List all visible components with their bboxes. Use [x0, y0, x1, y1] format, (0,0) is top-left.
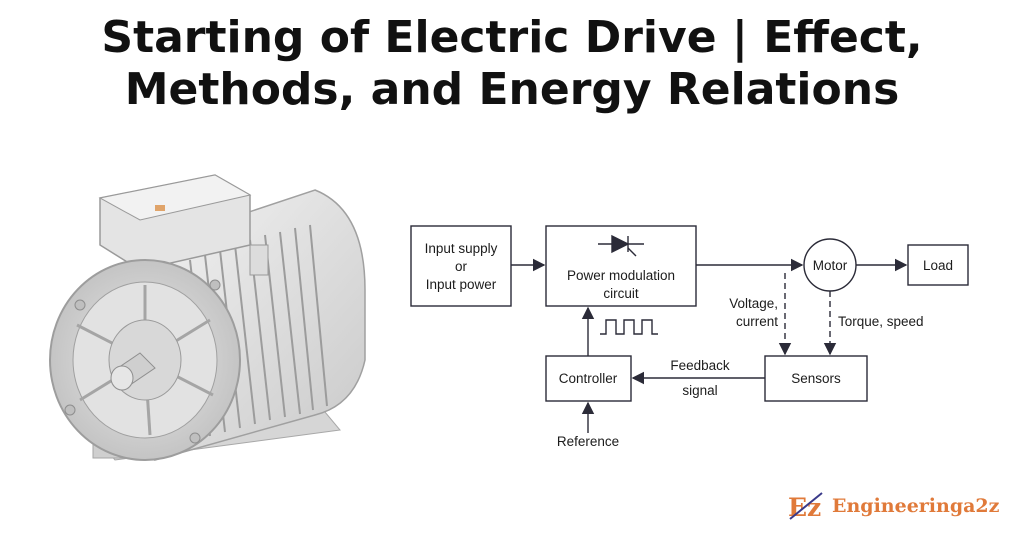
torque-label: Torque, speed — [838, 314, 924, 329]
power-modulation-block — [545, 225, 697, 307]
thyristor-icon — [598, 234, 644, 257]
current-label: current — [736, 314, 778, 329]
controller-label: Controller — [559, 371, 618, 386]
brand-name: Engineeringa2z — [832, 495, 1000, 517]
voltage-label: Voltage, — [729, 296, 778, 311]
controller-block — [545, 355, 632, 402]
brand: Ez Engineeringa2z — [786, 488, 999, 524]
input-line-2: or — [455, 259, 468, 274]
sensors-block — [764, 355, 868, 402]
power-block-label-2: circuit — [603, 286, 639, 301]
input-supply-block — [410, 225, 512, 307]
power-block-label: Power modulation — [567, 268, 675, 283]
feedback-label: Feedback — [670, 358, 730, 373]
drive-block-diagram: Input supply or Input power Power modula… — [410, 225, 969, 449]
motor-label: Motor — [813, 258, 848, 273]
load-label: Load — [923, 258, 953, 273]
signal-label: signal — [682, 383, 717, 398]
load-block — [907, 244, 969, 286]
title-line-1: Starting of Electric Drive | Effect, — [101, 12, 923, 63]
title-line-2: Methods, and Energy Relations — [124, 64, 900, 115]
pulse-waveform-icon — [600, 319, 658, 335]
brand-logo-icon: Ez — [788, 492, 823, 522]
motor-illustration — [49, 174, 366, 461]
reference-label: Reference — [557, 434, 619, 449]
input-line-1: Input supply — [425, 241, 498, 256]
page-title: Starting of Electric Drive | Effect, Met… — [0, 12, 1024, 116]
input-line-3: Input power — [426, 277, 497, 292]
sensors-label: Sensors — [791, 371, 841, 386]
